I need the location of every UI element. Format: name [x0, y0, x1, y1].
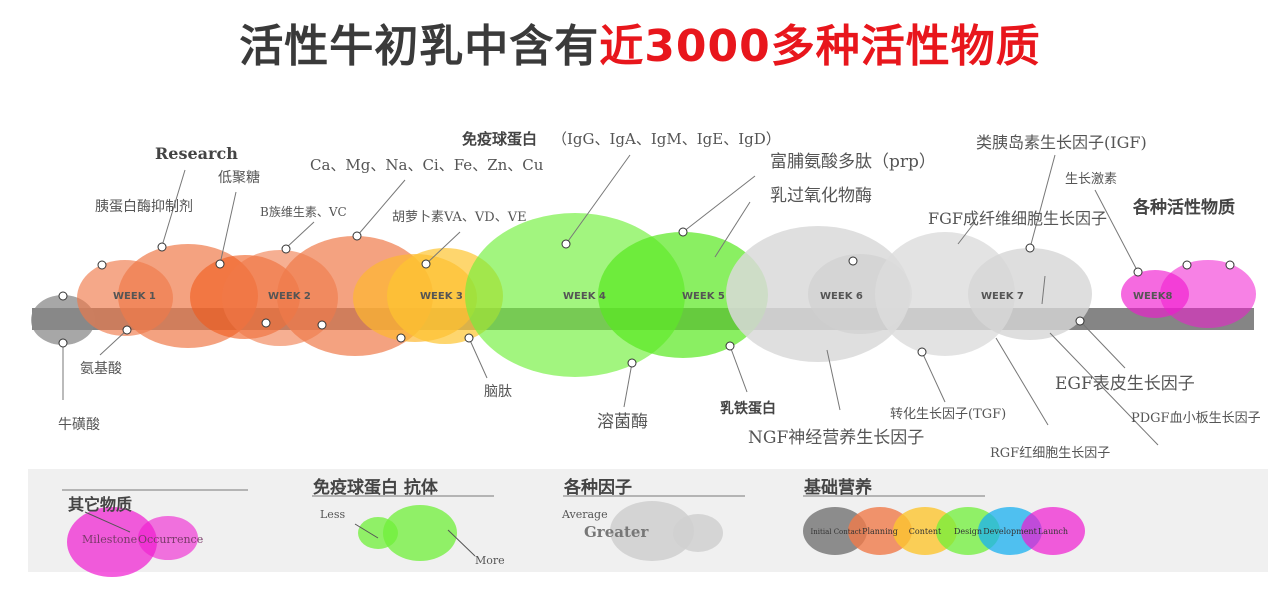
label-b-vitamins: B族维生素、VC [260, 205, 347, 219]
label-protease-inhibitor: 胰蛋白酶抑制剂 [95, 199, 193, 215]
legend-factors-average-label: Average [561, 508, 608, 521]
label-tgf: 转化生长因子(TGF) [890, 407, 1006, 422]
legend-basic-title: 基础营养 [803, 477, 873, 498]
legend-factors-average [673, 514, 723, 552]
legend-step-label-initial: Initial Contact [811, 528, 862, 536]
legend-step-planning [848, 507, 912, 555]
week-4: WEEK 4 [563, 291, 606, 302]
bubble-week5 [598, 232, 768, 358]
label-immunoglobulin-types: （IgG、IgA、IgM、IgE、IgD） [552, 130, 781, 148]
legend-factors-greater-label: Greater [584, 523, 649, 541]
week-7: WEEK 7 [981, 291, 1024, 302]
leader-lines [62, 154, 1159, 446]
legend-factors-greater [610, 501, 694, 561]
label-prp: 富脯氨酸多肽（prp） [770, 152, 936, 172]
bubble-week8b [1160, 260, 1256, 328]
legend-panel: 其它物质 Milestone Occurrence 免疫球蛋白 抗体 Less … [28, 469, 1268, 577]
legend-step-initial [803, 507, 867, 555]
label-rgf: RGF红细胞生长因子 [990, 445, 1110, 461]
label-peroxidase: 乳过氧化物酶 [770, 186, 872, 206]
week-5: WEEK 5 [682, 291, 725, 302]
label-minerals: Ca、Mg、Na、Ci、Fe、Zn、Cu [310, 156, 544, 174]
bubbles [31, 213, 1256, 377]
label-various-active: 各种活性物质 [1132, 197, 1235, 218]
legend-step-label-design: Design [954, 527, 982, 536]
annotations: Research 胰蛋白酶抑制剂 低聚糖 B族维生素、VC Ca、Mg、Na、C… [58, 130, 1261, 461]
bubble-tgf [875, 232, 1015, 356]
label-immunoglobulin: 免疫球蛋白 [462, 130, 537, 148]
week-3: WEEK 3 [420, 291, 463, 302]
legend-step-label-launch: Launch [1038, 527, 1068, 536]
week-labels: WEEK 1 WEEK 2 WEEK 3 WEEK 4 WEEK 5 WEEK … [113, 291, 1172, 302]
week-2: WEEK 2 [268, 291, 311, 302]
title-highlight: 近3000多种活性物质 [599, 21, 1041, 72]
label-lysozyme: 溶菌酶 [597, 412, 648, 432]
markers [58, 227, 1235, 368]
legend-factors-title: 各种因子 [563, 477, 632, 498]
label-egf: EGF表皮生长因子 [1055, 374, 1195, 394]
week-1: WEEK 1 [113, 291, 156, 302]
legend-step-label-development: Development [983, 527, 1037, 536]
legend-other-right [138, 516, 198, 560]
legend-other-left [67, 507, 157, 577]
label-growth-hormone: 生长激素 [1065, 172, 1117, 187]
label-amino-acids: 氨基酸 [80, 360, 122, 377]
legend-step-labels: Initial Contact Planning Content Design … [811, 527, 1069, 536]
label-carotene: 胡萝卜素VA、VD、VE [392, 210, 527, 225]
label-igf: 类胰岛素生长因子(IGF) [976, 133, 1147, 152]
legend-other-left-label: Milestone [82, 533, 137, 546]
legend-other-title: 其它物质 [68, 495, 132, 514]
label-fgf: FGF成纤维细胞生长因子 [928, 209, 1107, 228]
legend-step-launch [1021, 507, 1085, 555]
label-oligosaccharide: 低聚糖 [218, 170, 260, 186]
label-pdgf: PDGF血小板生长因子 [1131, 411, 1261, 426]
label-research: Research [155, 144, 238, 163]
legend-step-label-planning: Planning [862, 527, 898, 536]
label-brain-peptide: 脑肽 [484, 384, 512, 400]
legend-immune-more [383, 505, 457, 561]
bubble-week7 [968, 248, 1092, 340]
label-ngf: NGF神经营养生长因子 [748, 428, 924, 448]
title-part1: 活性牛初乳中含有 [239, 21, 600, 72]
legend-immune-title: 免疫球蛋白 抗体 [313, 477, 439, 498]
legend-immune-more-label: More [475, 554, 505, 567]
week-6: WEEK 6 [820, 291, 863, 302]
page-title: 活性牛初乳中含有近3000多种活性物质 [0, 10, 1280, 74]
week-8: WEEK8 [1133, 291, 1172, 302]
label-taurine: 牛磺酸 [58, 417, 100, 433]
legend-immune-less-label: Less [320, 508, 345, 521]
legend-other-right-label: Occurrence [138, 533, 203, 546]
label-lactoferrin: 乳铁蛋白 [720, 400, 776, 417]
legend-step-label-content: Content [909, 527, 942, 536]
